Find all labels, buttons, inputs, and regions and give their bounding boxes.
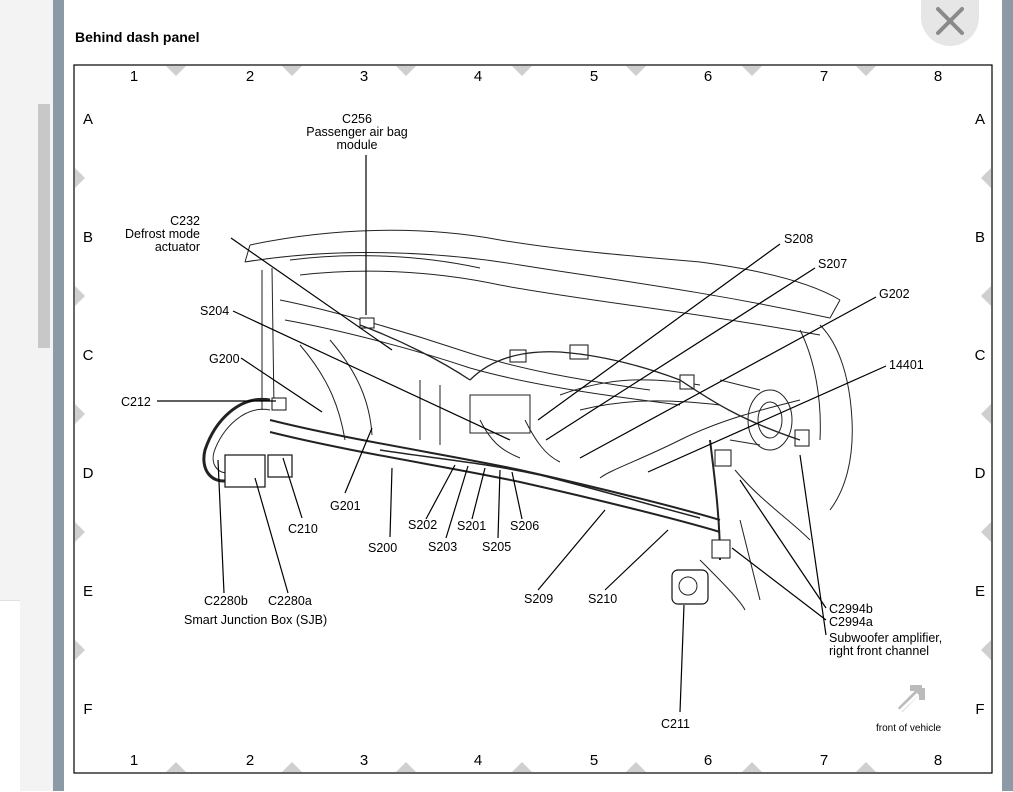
label-c256-desc2: module — [337, 138, 378, 152]
label-c212: C212 — [121, 395, 151, 409]
grid-row-a-left: A — [83, 111, 93, 128]
grid-col-1-top: 1 — [130, 68, 138, 85]
leader-c211 — [679, 604, 685, 713]
leader-14401 — [647, 365, 887, 473]
grid-col-3-bottom: 3 — [360, 752, 368, 769]
grid-col-8-bottom: 8 — [934, 752, 942, 769]
grid-col-4-bottom: 4 — [474, 752, 482, 769]
leader-s203 — [445, 465, 469, 539]
label-s203: S203 — [428, 540, 457, 554]
leader-g201 — [344, 427, 373, 494]
leader-c2994b — [739, 479, 827, 609]
grid-row-e-right: E — [975, 583, 985, 600]
leader-subwoofer — [799, 454, 827, 636]
label-s206: S206 — [510, 519, 539, 533]
label-c256-desc1: Passenger air bag — [306, 125, 408, 139]
leader-c232 — [230, 237, 393, 351]
frame-border-right — [1002, 0, 1013, 791]
grid-row-b-left: B — [83, 229, 93, 246]
leader-s205 — [497, 469, 501, 539]
label-s201: S201 — [457, 519, 486, 533]
leader-s209 — [537, 509, 606, 591]
grid-col-1-bottom: 1 — [130, 752, 138, 769]
grid-col-2-bottom: 2 — [246, 752, 254, 769]
label-c232-desc1: Defrost mode — [125, 227, 200, 241]
grid-col-5-bottom: 5 — [590, 752, 598, 769]
leader-c2994a — [731, 547, 827, 621]
leader-g200 — [240, 357, 323, 413]
label-s205: S205 — [482, 540, 511, 554]
grid-col-7-bottom: 7 — [820, 752, 828, 769]
label-sjb: Smart Junction Box (SJB) — [184, 613, 327, 627]
grid-row-d-right: D — [975, 465, 986, 482]
grid-row-b-right: B — [975, 229, 985, 246]
grid-row-f-right: F — [975, 701, 984, 718]
leader-c2280a — [254, 477, 289, 594]
diagram-frame — [73, 64, 993, 774]
label-s207: S207 — [818, 257, 847, 271]
label-s210: S210 — [588, 592, 617, 606]
close-button[interactable] — [921, 0, 979, 46]
grid-row-a-right: A — [975, 111, 985, 128]
grid-row-e-left: E — [83, 583, 93, 600]
leader-s204 — [232, 310, 511, 441]
label-c210: C210 — [288, 522, 318, 536]
leader-s200 — [389, 467, 393, 538]
label-subwoofer-2: right front channel — [829, 644, 929, 658]
label-subwoofer-1: Subwoofer amplifier, — [829, 631, 942, 645]
label-s208: S208 — [784, 232, 813, 246]
grid-col-6-bottom: 6 — [704, 752, 712, 769]
grid-col-7-top: 7 — [820, 68, 828, 85]
label-c211: C211 — [661, 717, 690, 731]
background-card — [0, 600, 20, 792]
front-of-vehicle-arrow-icon — [893, 685, 925, 718]
lightbox-panel — [64, 0, 1002, 791]
label-c2280b: C2280b — [204, 594, 248, 608]
label-c2994b: C2994b — [829, 602, 873, 616]
leader-s207 — [545, 267, 816, 441]
grid-col-5-top: 5 — [590, 68, 598, 85]
leader-s206 — [511, 471, 523, 520]
leader-c2280b — [217, 459, 225, 594]
label-s200: S200 — [368, 541, 397, 555]
grid-markers — [75, 66, 991, 772]
grid-col-6-top: 6 — [704, 68, 712, 85]
label-c2994a: C2994a — [829, 615, 873, 629]
dash-panel-illustration — [202, 229, 853, 611]
leader-s202 — [425, 464, 456, 520]
scrollbar-thumb[interactable] — [38, 104, 50, 348]
close-icon — [936, 7, 964, 35]
diagram-title: Behind dash panel — [75, 29, 200, 45]
leader-c210 — [282, 457, 303, 519]
leader-s201 — [471, 467, 486, 520]
grid-col-8-top: 8 — [934, 68, 942, 85]
leader-lines — [157, 155, 887, 713]
label-c256: C256 — [342, 112, 372, 126]
leader-s208 — [537, 243, 781, 421]
label-c2280a: C2280a — [268, 594, 312, 608]
label-front-of-vehicle: front of vehicle — [876, 723, 941, 734]
grid-col-2-top: 2 — [246, 68, 254, 85]
label-g202: G202 — [879, 287, 910, 301]
label-c232: C232 — [170, 214, 200, 228]
grid-row-c-right: C — [975, 347, 986, 364]
label-s204: S204 — [200, 304, 229, 318]
grid-row-c-left: C — [83, 347, 94, 364]
label-14401: 14401 — [889, 358, 924, 372]
leader-g202 — [579, 296, 877, 459]
grid-row-d-left: D — [83, 465, 94, 482]
grid-col-4-top: 4 — [474, 68, 482, 85]
frame-border-left — [53, 0, 64, 791]
grid-row-f-left: F — [83, 701, 92, 718]
label-c232-desc2: actuator — [155, 240, 200, 254]
leader-s210 — [604, 529, 669, 591]
label-g201: G201 — [330, 499, 361, 513]
label-s202: S202 — [408, 518, 437, 532]
label-g200: G200 — [209, 352, 240, 366]
grid-col-3-top: 3 — [360, 68, 368, 85]
label-s209: S209 — [524, 592, 553, 606]
